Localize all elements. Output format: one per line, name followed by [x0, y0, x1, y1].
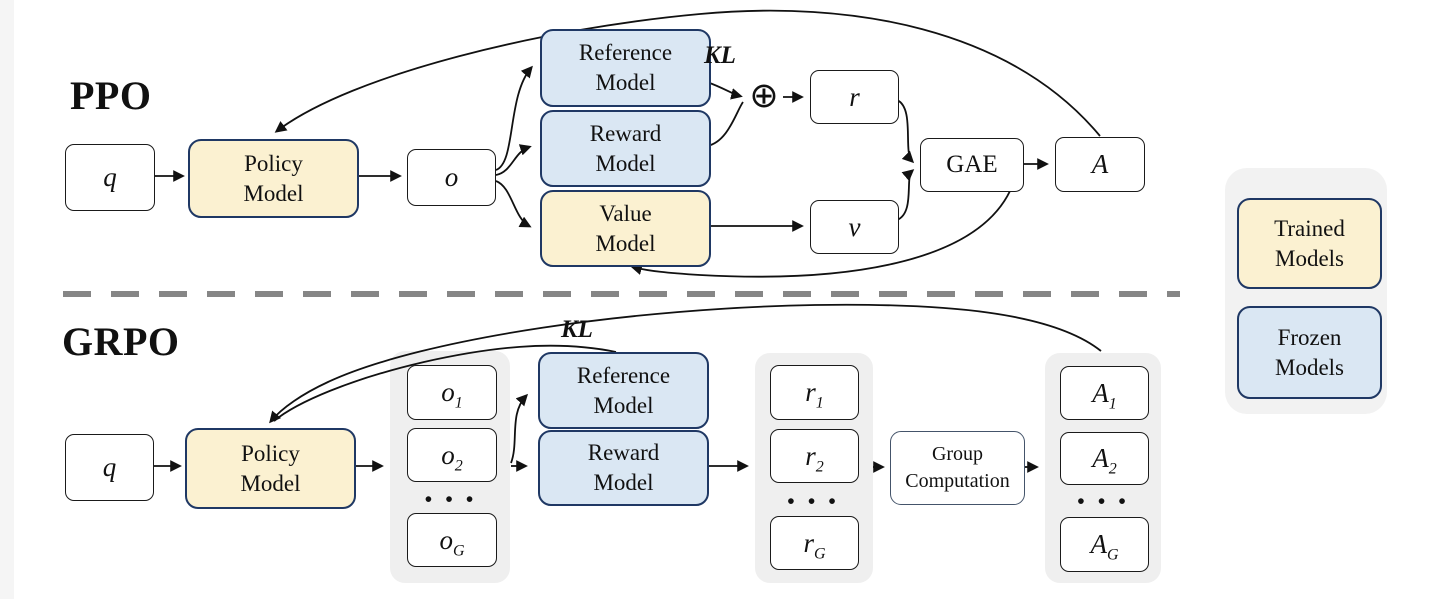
- ppo-reward-model-line1: Reward: [589, 120, 662, 146]
- grpo-group-computation-box: Group Computation: [890, 431, 1025, 505]
- arrow-advantage-to-policy: [274, 9, 1101, 137]
- ppo-reference-model-line2: Model: [595, 70, 656, 95]
- ppo-value-estimate-label: v: [848, 211, 861, 242]
- grpo-advantage-G-label: A: [1090, 529, 1107, 559]
- ppo-reward-model-box: Reward Model: [540, 110, 711, 187]
- grpo-advantage-1-label: A: [1092, 377, 1109, 408]
- grpo-group-computation-line2: Computation: [905, 470, 1010, 492]
- grpo-output-1-label: o: [441, 377, 455, 407]
- ppo-reward-value-box: r: [810, 70, 899, 124]
- grpo-output-G-box: oG: [407, 513, 497, 567]
- grpo-reward-model-line2: Model: [593, 470, 654, 495]
- grpo-rewards-ellipsis: • • •: [787, 489, 840, 513]
- grpo-query-box: q: [65, 434, 154, 501]
- grpo-reward-G-label: r: [803, 527, 814, 558]
- grpo-reward-2-label: r: [805, 440, 816, 471]
- legend-trained-line2: Models: [1275, 245, 1344, 271]
- grpo-policy-model-line1: Policy: [241, 440, 300, 466]
- arrow-o-to-value: [495, 180, 532, 228]
- grpo-advantage-1-box: A1: [1060, 366, 1149, 420]
- ppo-output-box: o: [407, 149, 496, 206]
- arrow-o-to-reward: [495, 144, 532, 176]
- curve-reward-to-oplus: [706, 101, 744, 147]
- legend-trained-models-box: Trained Models: [1237, 198, 1382, 289]
- legend-frozen-line1: Frozen: [1277, 324, 1342, 350]
- grpo-advantage-1-sub: 1: [1108, 394, 1117, 412]
- ppo-policy-model-line2: Model: [243, 180, 304, 206]
- arrow-advantages-to-policy2: [269, 303, 1102, 424]
- ppo-reward-model-line2: Model: [595, 150, 656, 176]
- legend-trained-line1: Trained: [1274, 215, 1345, 241]
- page-edge-strip: [0, 0, 14, 599]
- ppo-reward-value-label: r: [849, 81, 860, 112]
- grpo-output-2-box: o2: [407, 428, 497, 482]
- grpo-reference-model-line1: Reference: [576, 362, 671, 388]
- grpo-reward-2-sub: 2: [815, 457, 824, 475]
- ppo-reference-model-box: Reference Model: [540, 29, 711, 107]
- grpo-output-G-label: o: [439, 524, 453, 555]
- grpo-policy-model-box: Policy Model: [185, 428, 356, 509]
- legend-frozen-line2: Models: [1275, 354, 1344, 380]
- grpo-output-2-sub: 2: [454, 456, 463, 474]
- ppo-value-model-line1: Value: [599, 200, 652, 226]
- ppo-kl-label: KL: [704, 42, 736, 69]
- grpo-outputs-ellipsis: • • •: [424, 487, 478, 511]
- arrow-outputs-to-reference2: [510, 393, 529, 464]
- grpo-reward-2-box: r2: [770, 429, 859, 483]
- grpo-reward-G-box: rG: [770, 516, 859, 570]
- grpo-policy-model-line2: Model: [240, 470, 301, 496]
- ppo-output-label: o: [444, 162, 459, 192]
- grpo-group-computation-line1: Group: [931, 443, 984, 465]
- grpo-kl-label: KL: [561, 316, 593, 343]
- grpo-output-G-sub: G: [452, 541, 465, 559]
- ppo-advantage-box: A: [1055, 137, 1145, 192]
- grpo-reward-1-sub: 1: [815, 394, 824, 412]
- grpo-section-label: GRPO: [62, 319, 180, 364]
- grpo-advantage-G-sub: G: [1106, 546, 1119, 564]
- ppo-gae-label: GAE: [946, 151, 998, 178]
- ppo-policy-model-line1: Policy: [244, 150, 303, 176]
- grpo-reference-model-box: Reference Model: [538, 352, 709, 429]
- legend-frozen-models-box: Frozen Models: [1237, 306, 1382, 399]
- arrow-r-to-gae: [896, 99, 915, 164]
- grpo-output-1-box: o1: [407, 365, 497, 420]
- ppo-value-model-line2: Model: [595, 230, 656, 256]
- arrow-o-to-reference: [495, 65, 533, 171]
- grpo-reward-model-box: Reward Model: [538, 430, 709, 506]
- ppo-policy-model-box: Policy Model: [188, 139, 359, 218]
- grpo-query-label: q: [102, 452, 117, 482]
- ppo-gae-box: GAE: [920, 138, 1024, 192]
- ppo-value-estimate-box: v: [810, 200, 899, 254]
- grpo-reward-model-line1: Reward: [587, 440, 660, 466]
- grpo-advantage-2-sub: 2: [1108, 460, 1117, 478]
- ppo-section-label: PPO: [70, 73, 152, 118]
- ppo-query-box: q: [65, 144, 155, 211]
- ppo-value-model-box: Value Model: [540, 190, 711, 267]
- grpo-reference-model-line2: Model: [593, 392, 654, 418]
- ppo-query-label: q: [103, 162, 117, 192]
- grpo-advantage-2-label: A: [1092, 443, 1109, 473]
- arrow-reference-to-oplus: [706, 81, 743, 100]
- ppo-reference-model-line1: Reference: [578, 40, 673, 66]
- grpo-advantage-G-box: AG: [1060, 517, 1149, 572]
- grpo-reward-G-sub: G: [813, 544, 826, 562]
- arrow-v-to-gae: [896, 169, 915, 221]
- grpo-output-2-label: o: [441, 439, 455, 470]
- grpo-advantages-ellipsis: • • •: [1077, 489, 1130, 513]
- ppo-advantage-label: A: [1091, 149, 1109, 179]
- curve-kl-reference2-to-policy2: [273, 344, 617, 422]
- grpo-reward-1-label: r: [805, 377, 816, 407]
- arrow-gae-to-value: [630, 190, 1011, 278]
- oplus-icon: ⊕: [749, 76, 779, 116]
- grpo-output-1-sub: 1: [454, 394, 463, 412]
- grpo-advantage-2-box: A2: [1060, 432, 1149, 485]
- grpo-reward-1-box: r1: [770, 365, 859, 420]
